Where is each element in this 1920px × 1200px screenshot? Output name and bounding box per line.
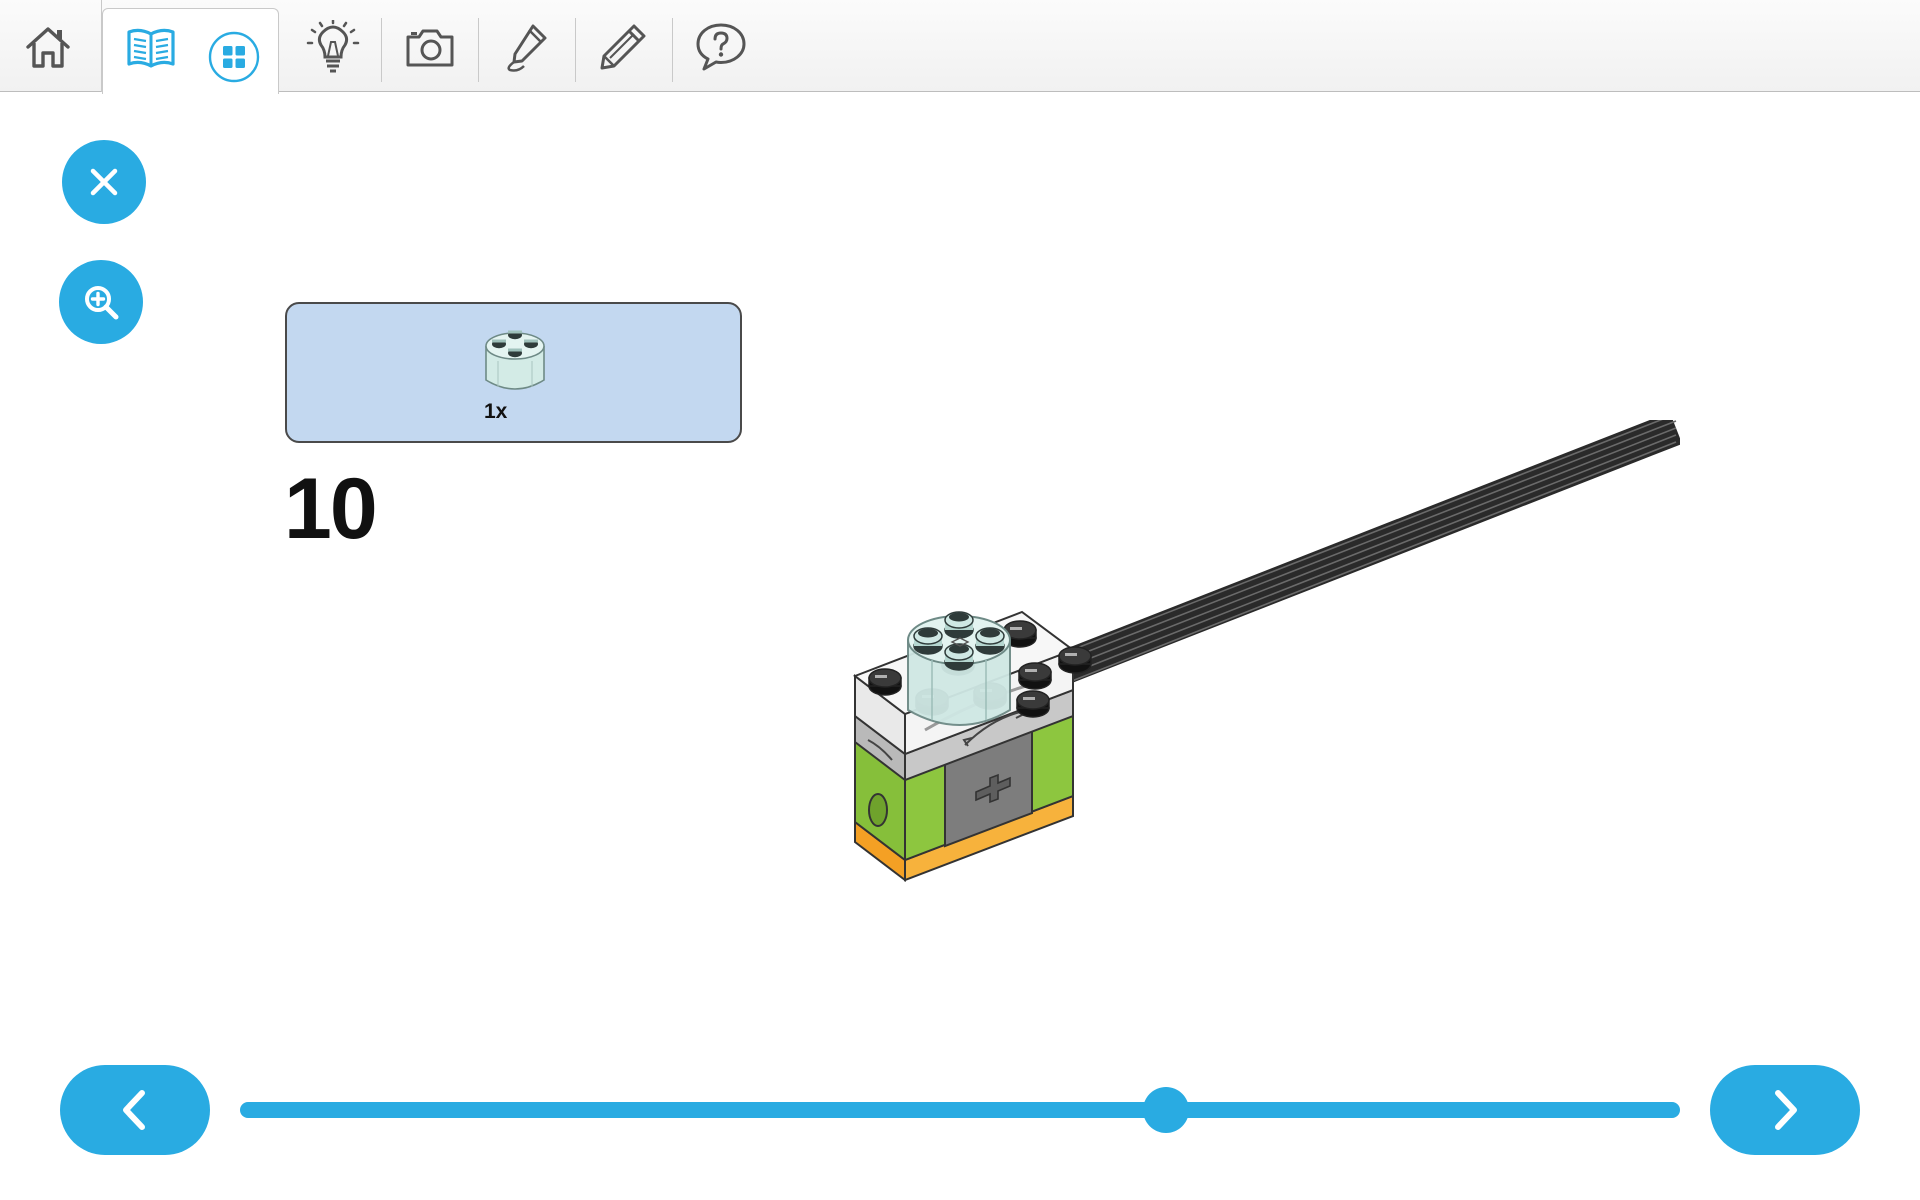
- model-illustration: [852, 420, 1680, 883]
- camera-button[interactable]: [397, 14, 463, 80]
- toolbar-divider: [575, 18, 576, 82]
- overview-grid-button[interactable]: [201, 24, 267, 90]
- toolbar-divider: [672, 18, 673, 82]
- toolbar-divider: [478, 18, 479, 82]
- pencil-icon: [600, 24, 646, 70]
- ideas-button[interactable]: [300, 14, 366, 80]
- camera-icon: [406, 29, 454, 67]
- round-brick-icon: [485, 330, 545, 390]
- slider-thumb[interactable]: [1142, 1087, 1189, 1133]
- close-icon: [90, 168, 118, 196]
- pen-icon: [507, 24, 547, 72]
- zoom-in-icon: [85, 286, 119, 320]
- next-step-button[interactable]: [1710, 1065, 1860, 1155]
- help-button[interactable]: [688, 14, 754, 80]
- parts-list-box: 1x: [285, 302, 742, 443]
- step-number: 10: [284, 461, 378, 557]
- grid-icon: [208, 31, 260, 83]
- toolbar-divider: [381, 18, 382, 82]
- toolbar-divider: [101, 0, 102, 92]
- chevron-left-icon: [123, 1090, 145, 1130]
- book-icon: [127, 28, 175, 68]
- home-icon: [26, 27, 70, 68]
- chevron-right-icon: [1775, 1090, 1797, 1130]
- help-bubble-icon: [696, 23, 746, 71]
- instructions-tab[interactable]: [118, 14, 184, 80]
- previous-step-button[interactable]: [60, 1065, 210, 1155]
- part-quantity: 1x: [484, 400, 508, 423]
- close-button[interactable]: [62, 140, 146, 224]
- step-progress-slider[interactable]: [240, 1087, 1680, 1133]
- annotate-button[interactable]: [494, 14, 560, 80]
- home-button[interactable]: [15, 14, 81, 80]
- zoom-button[interactable]: [59, 260, 143, 344]
- top-toolbar: [0, 0, 1920, 94]
- edit-button[interactable]: [590, 14, 656, 80]
- lightbulb-icon: [306, 20, 360, 73]
